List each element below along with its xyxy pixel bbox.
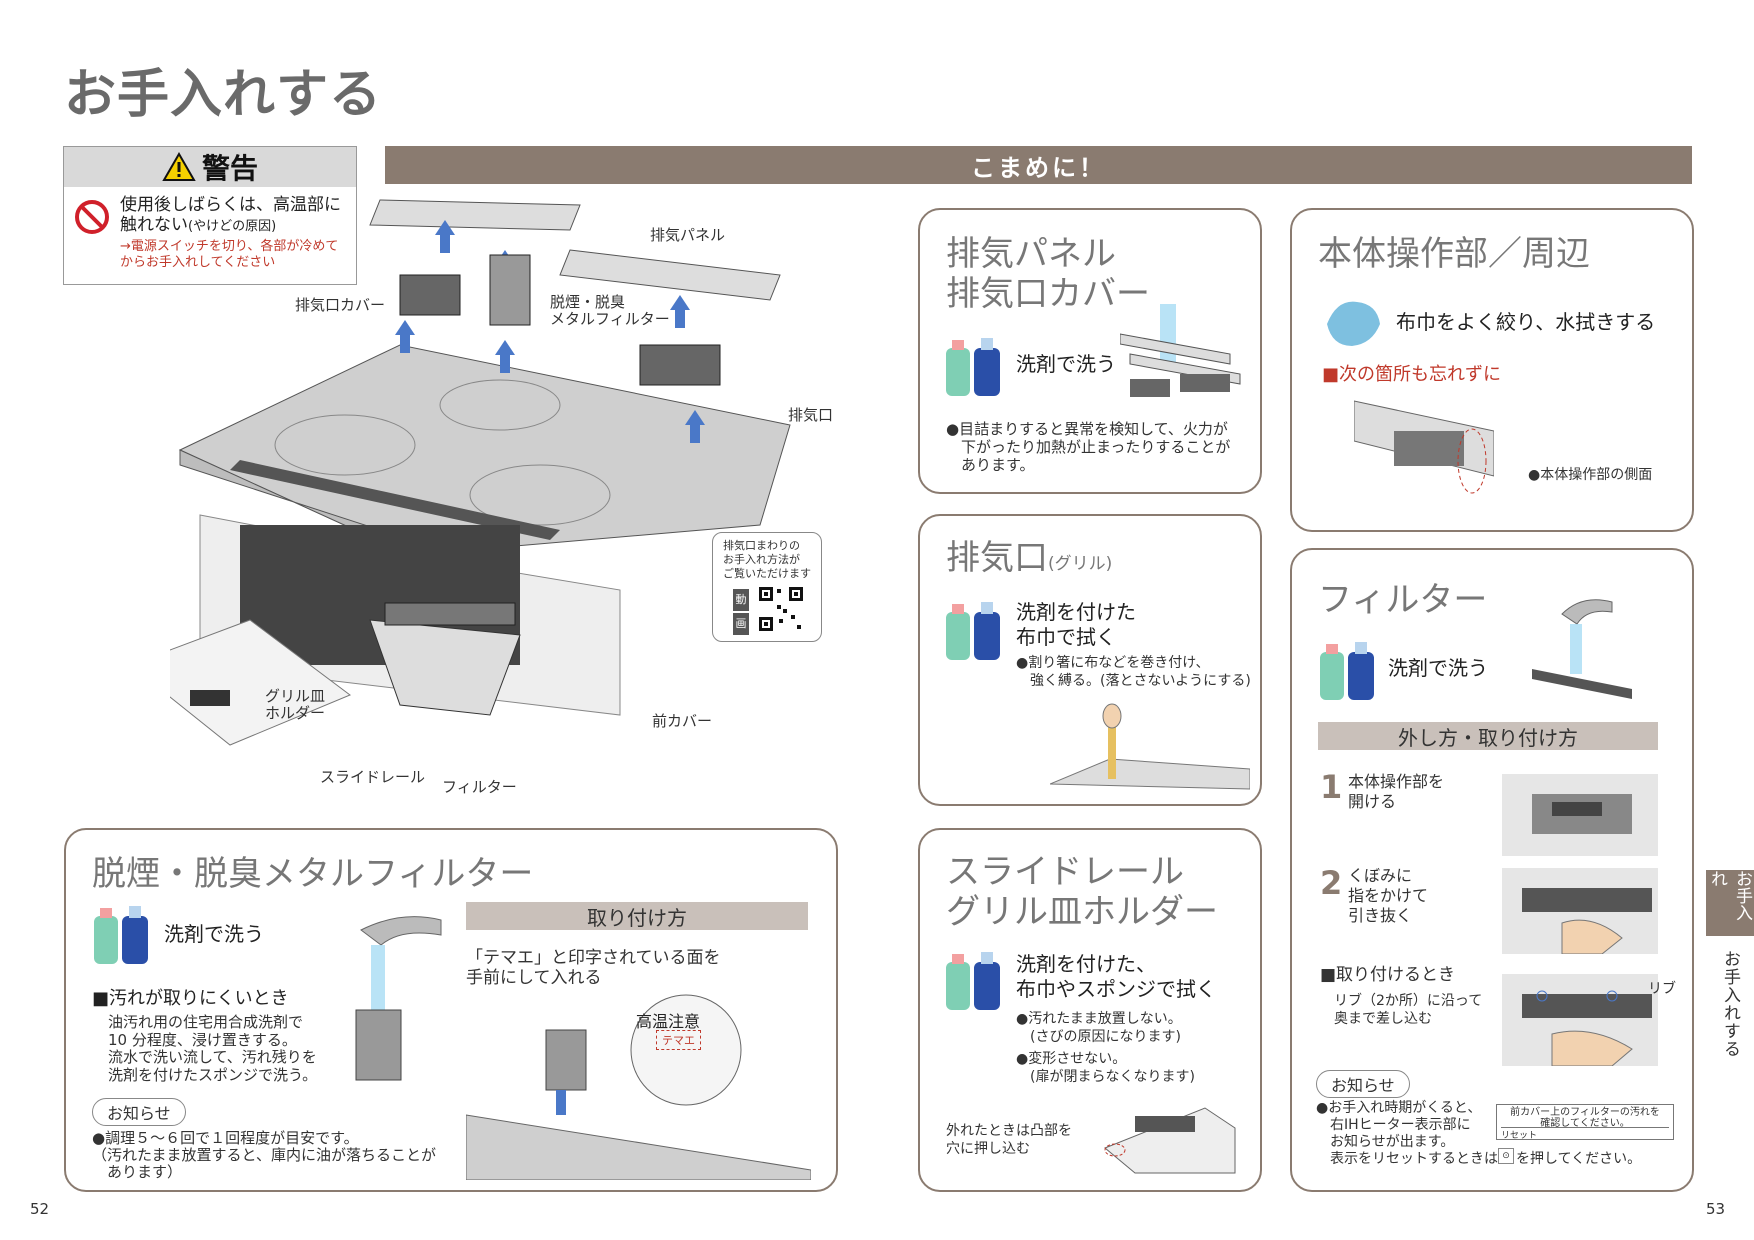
step1-number: 1 (1320, 768, 1343, 806)
hot-warning-label: 高温注意 (636, 1012, 701, 1031)
metal-filter-oshirase: お知らせ (92, 1098, 186, 1126)
exhaust-panel-note: ●目詰まりすると異常を検知して、火力が 下がったり加熱が止まったりすることが あ… (946, 420, 1231, 474)
label-exhaust-panel: 排気パネル (650, 226, 726, 244)
warning-header: 警告 (64, 147, 356, 187)
exhaust-panel-title: 排気パネル 排気口カバー (946, 234, 1150, 314)
step1-text: 本体操作部を 開ける (1348, 772, 1445, 811)
slide-rail-note1: ●汚れたまま放置しない。 (さびの原因になります) (1016, 1011, 1182, 1045)
filter-oshirase: お知らせ (1316, 1070, 1410, 1098)
exhaust-panel-box: 排気パネル 排気口カバー 洗剤で洗う ●目詰まりすると異常を検知して、火力が 下… (918, 208, 1262, 494)
qr-code-icon[interactable] (757, 585, 805, 633)
warning-heading: 警告 (201, 152, 258, 185)
metal-filter-wash: 洗剤で洗う (164, 922, 264, 946)
detergent-bottles-icon (946, 952, 1000, 1010)
display-reset: リセット (1501, 1127, 1669, 1141)
label-exhaust-cover: 排気口カバー (295, 296, 386, 314)
exhaust-port-box: 排気口(グリル) 洗剤を付けた 布巾で拭く ●割り箸に布などを巻き付け、 強く縛… (918, 514, 1262, 806)
reset-key-icon: ⊙ (1498, 1148, 1514, 1164)
warning-action: →電源スイッチを切り、各部が冷めてからお手入れしてください (120, 239, 339, 270)
warning-triangle-icon (162, 152, 196, 181)
step1-illustration (1502, 774, 1658, 856)
detergent-bottles-icon (1320, 642, 1374, 700)
filter-title: フィルター (1318, 580, 1488, 620)
attach-illustration (1502, 974, 1658, 1066)
page-number-right: 53 (1706, 1200, 1726, 1218)
step2-illustration (1502, 868, 1658, 954)
warning-box: 警告 使用後しばらくは、高温部に触れない(やけどの原因) →電源スイッチを切り、… (63, 146, 357, 285)
filter-wash-illustration (1532, 599, 1632, 699)
filter-note: ●お手入れ時期がくると、 右IHヒーター表示部に お知らせが出ます。 表示をリセ… (1316, 1100, 1498, 1167)
body-ops-reminder: ■次の箇所も忘れずに (1322, 364, 1502, 385)
exhaust-port-wash: 洗剤を付けた 布巾で拭く (1016, 600, 1136, 649)
slide-rail-note2: ●変形させない。 (扉が閉まらなくなります) (1016, 1051, 1195, 1085)
side-tab[interactable]: お手入れ (1706, 870, 1754, 936)
label-exhaust-port: 排気口 (788, 406, 834, 424)
side-text: お手入れする (1720, 950, 1740, 1058)
body-ops-title: 本体操作部／周辺 (1318, 234, 1590, 274)
rail-holder-illustration (1104, 1107, 1236, 1174)
detergent-bottles-icon (946, 602, 1000, 660)
chopstick-cleaning-illustration (1050, 703, 1250, 790)
step2-text: くぼみに 指をかけて 引き抜く (1348, 866, 1429, 925)
page-title: お手入れする (64, 65, 383, 125)
detergent-bottles-icon (946, 338, 1000, 396)
metal-filter-panel: 脱煙・脱臭メタルフィルター 洗剤で洗う ■汚れが取りにくいとき 油汚れ用の住宅用… (64, 828, 838, 1192)
control-panel-side-illustration (1354, 400, 1494, 494)
attach-method-bar: 取り付け方 (466, 902, 808, 930)
prohibited-icon (75, 200, 109, 234)
label-grill-holder: グリル皿 ホルダー (265, 687, 326, 722)
filter-remove-attach-bar: 外し方・取り付け方 (1318, 722, 1658, 750)
detergent-bottles-icon (94, 906, 148, 964)
label-slide-rail: スライドレール (320, 768, 426, 786)
attach-method-text: 「テマエ」と印字されている面を 手前にして入れる (466, 948, 721, 988)
temae-label: テマエ (656, 1030, 701, 1050)
body-ops-side-label: ●本体操作部の側面 (1528, 467, 1653, 483)
cooktop-diagram (170, 199, 791, 746)
frequent-banner: こまめに！ (385, 146, 1692, 184)
exhaust-panel-wash-illustration (1120, 304, 1241, 397)
display-message-box: 前カバー上のフィルターの汚れを 確認してください。 リセット (1496, 1104, 1674, 1141)
exhaust-port-note: ●割り箸に布などを巻き付け、 強く縛る。(落とさないようにする) (1016, 655, 1251, 689)
metal-filter-attach-illustration (466, 994, 811, 1180)
body-ops-wipe: 布巾をよく絞り、水拭きする (1396, 310, 1656, 334)
step2-number: 2 (1320, 864, 1343, 902)
qr-text: 排気口まわりの お手入れ方法が ご覧いただけます (723, 539, 811, 580)
qr-tag-movie: 動 (733, 589, 749, 611)
filter-note-end: を押してください。 (1516, 1151, 1642, 1167)
slide-rail-title: スライドレール グリル皿ホルダー (946, 852, 1218, 932)
label-metal-filter: 脱煙・脱臭 メタルフィルター (550, 293, 670, 328)
cloth-icon (1327, 301, 1380, 346)
filter-wash: 洗剤で洗う (1388, 656, 1488, 680)
rib-label: リブ (1648, 981, 1676, 997)
label-front-cover: 前カバー (652, 712, 713, 730)
label-filter: フィルター (442, 778, 517, 796)
page-number-left: 52 (30, 1200, 50, 1218)
slide-rail-box: スライドレール グリル皿ホルダー 洗剤を付けた、 布巾やスポンジで拭く ●汚れた… (918, 828, 1262, 1192)
filter-box: フィルター 洗剤で洗う 外し方・取り付け方 1 本体操作部を 開ける 2 くぼみ… (1290, 548, 1694, 1192)
qr-box: 排気口まわりの お手入れ方法が ご覧いただけます 動 画 (712, 532, 822, 642)
warning-main: 使用後しばらくは、高温部に触れない(やけどの原因) (120, 195, 341, 235)
display-message: 前カバー上のフィルターの汚れを 確認してください。 (1510, 1107, 1660, 1129)
hard-stain-text: 油汚れ用の住宅用合成洗剤で 10 分程度、浸け置きする。 流水で洗い流して、汚れ… (108, 1013, 318, 1084)
slide-rail-wash: 洗剤を付けた、 布巾やスポンジで拭く (1016, 952, 1216, 1001)
exhaust-port-title: 排気口(グリル) (946, 538, 1113, 578)
filter-attach-heading: ■取り付けるとき (1320, 965, 1456, 985)
metal-filter-title: 脱煙・脱臭メタルフィルター (92, 854, 534, 894)
body-ops-box: 本体操作部／周辺 布巾をよく絞り、水拭きする ■次の箇所も忘れずに ●本体操作部… (1290, 208, 1694, 532)
exhaust-panel-wash: 洗剤で洗う (1016, 352, 1116, 376)
filter-attach-text: リブ（2か所）に沿って 奥まで差し込む (1334, 993, 1483, 1027)
metal-filter-note: ●調理５～６回で１回程度が目安です。 （汚れたまま放置すると、庫内に油が落ちるこ… (92, 1129, 436, 1181)
hard-stain-heading: ■汚れが取りにくいとき (92, 988, 289, 1009)
slide-rail-remove-note: 外れたときは凸部を 穴に押し込む (946, 1123, 1072, 1157)
faucet-wash-illustration (355, 916, 442, 1081)
qr-tag-picture: 画 (733, 613, 749, 635)
